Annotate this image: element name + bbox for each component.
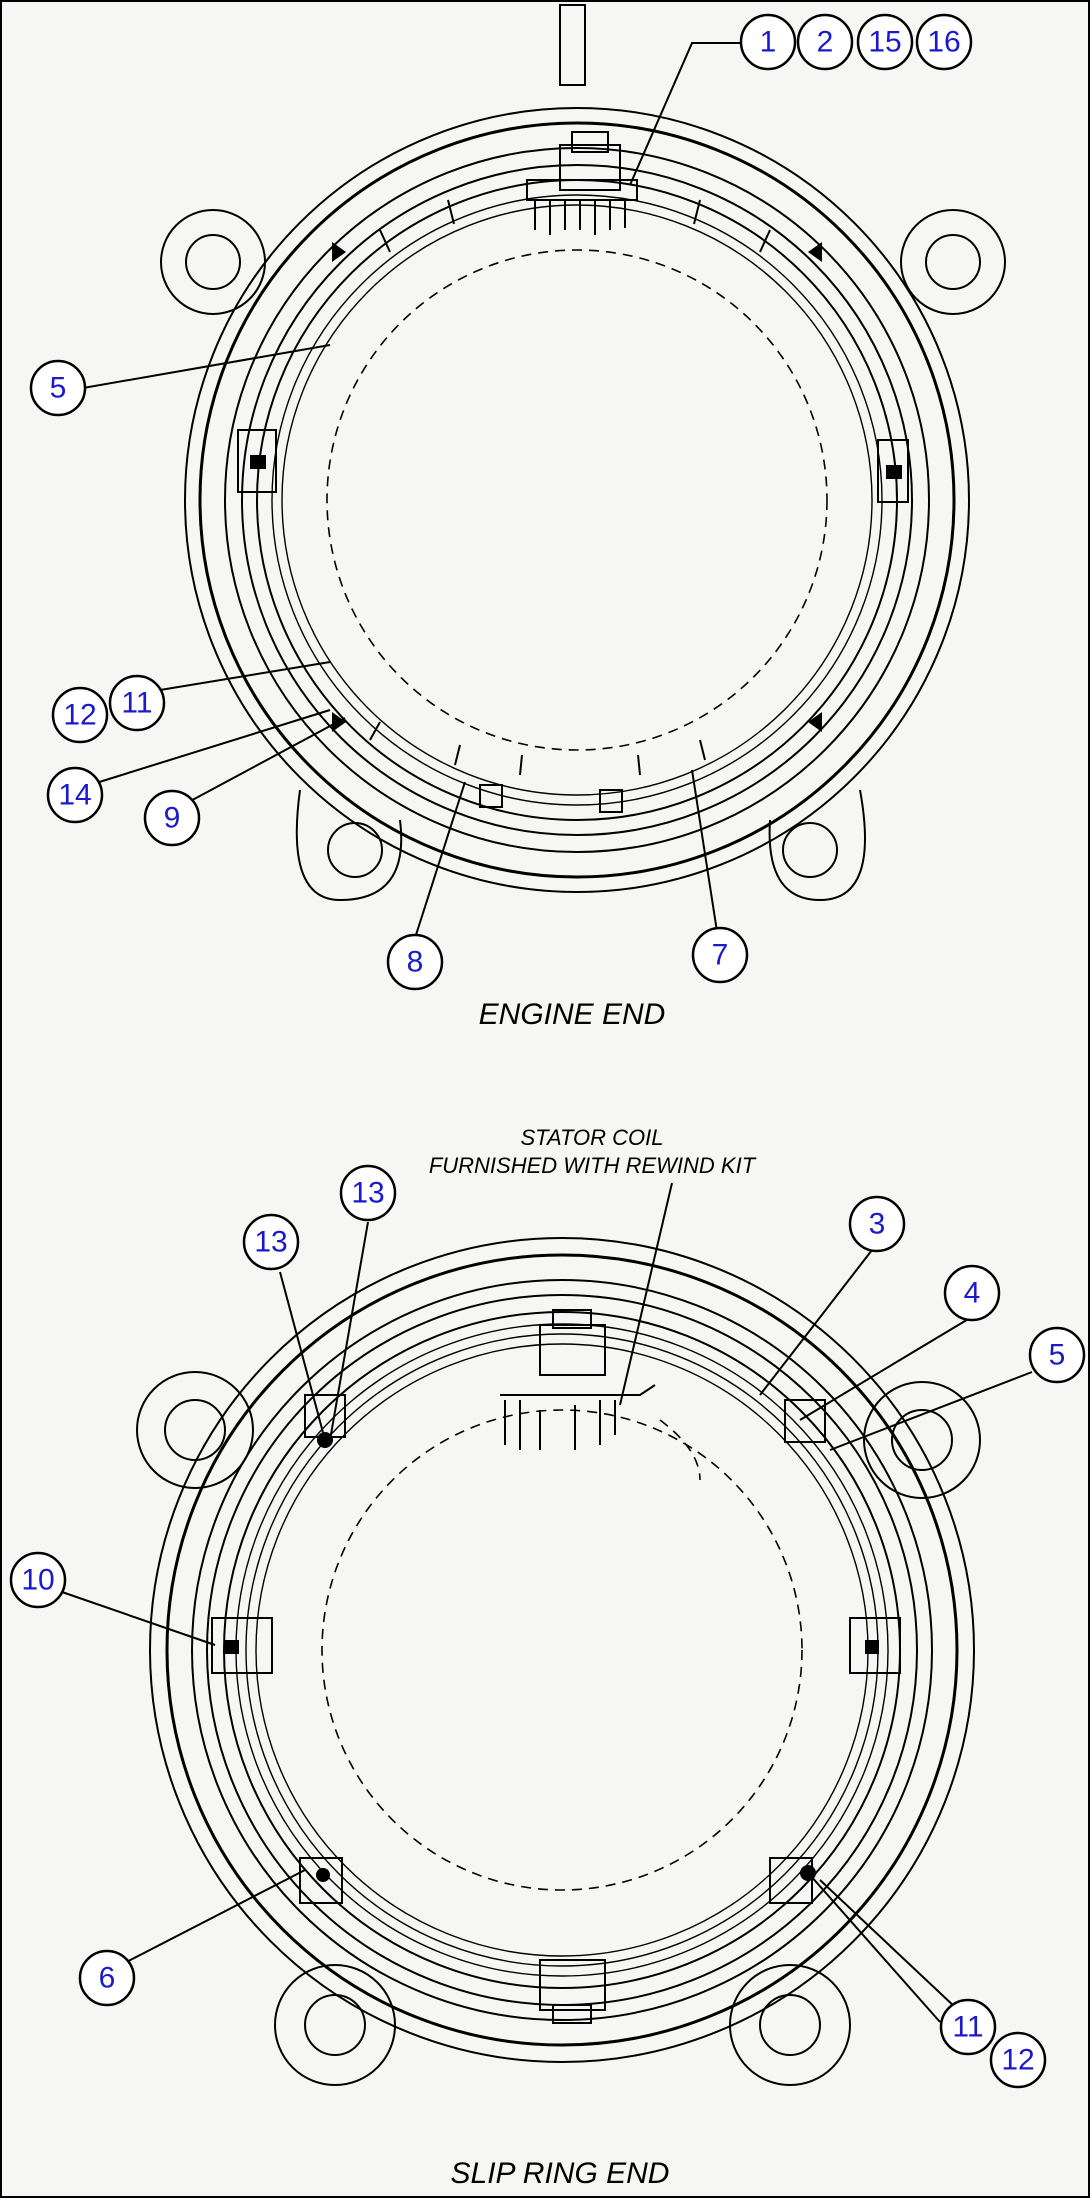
- callout-6: 6: [78, 1949, 136, 2007]
- lead-block: [526, 131, 638, 235]
- svg-text:8: 8: [407, 946, 424, 979]
- callout-1: 1: [739, 13, 797, 71]
- svg-text:9: 9: [164, 802, 181, 835]
- svg-text:4: 4: [964, 1277, 981, 1310]
- svg-text:7: 7: [712, 939, 729, 972]
- svg-text:13: 13: [351, 1177, 384, 1210]
- lead-stub: [559, 4, 586, 86]
- callout-3: 3: [848, 1195, 906, 1253]
- svg-text:6: 6: [99, 1962, 116, 1995]
- callout-2: 2: [796, 13, 854, 71]
- callout-11-lower: 11: [939, 1998, 997, 2056]
- svg-text:2: 2: [817, 26, 834, 59]
- callout-11: 11: [108, 674, 166, 732]
- callout-12: 12: [51, 686, 109, 744]
- mounting-lugs: [160, 209, 1006, 902]
- callout-5: 5: [29, 359, 87, 417]
- callout-14: 14: [46, 766, 104, 824]
- stator-coil-leads: [500, 1384, 701, 1481]
- callout-15: 15: [856, 13, 914, 71]
- callout-12-lower: 12: [989, 2031, 1047, 2089]
- coil-brackets: [211, 1309, 901, 2024]
- svg-text:11: 11: [952, 2011, 983, 2044]
- svg-text:16: 16: [927, 26, 960, 59]
- svg-text:5: 5: [1049, 1339, 1066, 1372]
- engine-end-leaders: [79, 42, 740, 939]
- callout-10: 10: [9, 1551, 67, 1609]
- mounting-lugs-lower: [136, 1371, 981, 2086]
- callout-16: 16: [915, 13, 973, 71]
- callout-13-right: 13: [339, 1164, 397, 1222]
- svg-text:12: 12: [63, 699, 96, 732]
- svg-text:12: 12: [1001, 2044, 1034, 2077]
- stator-coil-note-line2: FURNISHED WITH REWIND KIT: [429, 1153, 757, 1178]
- coil-ties: [369, 199, 771, 776]
- callout-9: 9: [143, 789, 201, 847]
- callout-4: 4: [943, 1264, 1001, 1322]
- svg-text:11: 11: [121, 687, 152, 720]
- svg-text:5: 5: [50, 372, 67, 405]
- callout-7: 7: [691, 926, 749, 984]
- callout-5-lower: 5: [1028, 1326, 1086, 1384]
- stator-coil-note-line1: STATOR COIL: [520, 1125, 663, 1150]
- svg-text:10: 10: [21, 1564, 54, 1597]
- slip-ring-end-caption: SLIP RING END: [451, 2157, 670, 2190]
- callout-8: 8: [386, 933, 444, 991]
- svg-text:14: 14: [58, 779, 91, 812]
- callout-13-left: 13: [242, 1213, 300, 1271]
- svg-text:3: 3: [869, 1208, 886, 1241]
- engine-end-caption: ENGINE END: [479, 998, 666, 1031]
- svg-text:13: 13: [254, 1226, 287, 1259]
- svg-text:1: 1: [760, 26, 777, 59]
- slip-ring-end-view: STATOR COIL FURNISHED WITH REWIND KIT: [9, 1125, 1086, 2190]
- svg-text:15: 15: [868, 26, 901, 59]
- engine-end-view: 1 2 15 16 5 12 11 14 9 8 7 ENGINE END: [29, 4, 1006, 1031]
